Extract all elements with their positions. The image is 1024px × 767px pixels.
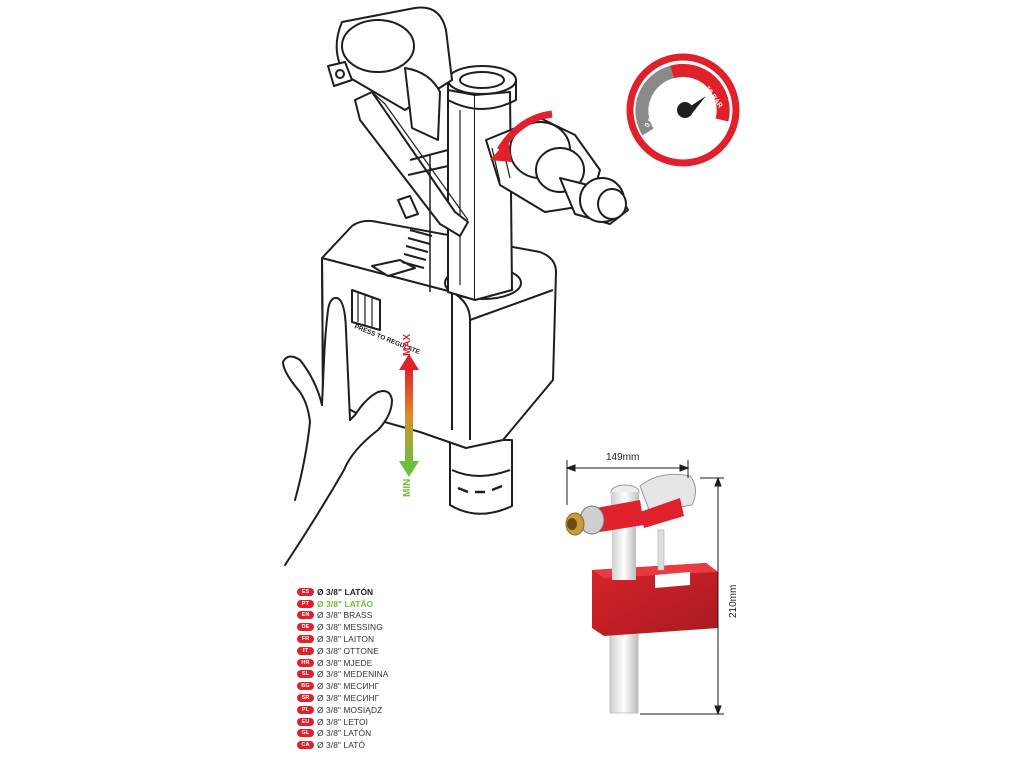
max-min-arrow bbox=[399, 354, 419, 477]
product-photo bbox=[565, 473, 718, 714]
language-badge: FR bbox=[297, 635, 314, 644]
min-label: MIN bbox=[402, 478, 413, 497]
language-badge: EU bbox=[297, 717, 314, 726]
language-badge: EN bbox=[297, 611, 314, 620]
legend-text: Ø 3/8" MOSIĄDZ bbox=[317, 704, 383, 715]
legend-text: Ø 3/8" MJEDE bbox=[317, 657, 373, 668]
legend-text: Ø 3/8" LATÓ bbox=[317, 740, 366, 751]
legend-text: Ø 3/8" MESSING bbox=[317, 622, 383, 633]
language-badge: GL bbox=[297, 729, 314, 738]
max-label: MAX bbox=[402, 333, 413, 356]
dimension-lines bbox=[565, 460, 724, 716]
legend-text: Ø 3/8" MEDENINA bbox=[317, 669, 389, 680]
height-dimension-label: 210mm bbox=[728, 584, 739, 618]
pressure-gauge-badge: 10 BAR 0 BAR bbox=[626, 53, 740, 167]
legend-text: Ø 3/8" OTTONE bbox=[317, 645, 379, 656]
legend-text: Ø 3/8" BRASS bbox=[317, 610, 373, 621]
hand-drawing bbox=[281, 296, 394, 566]
legend-text: Ø 3/8" LATÓN bbox=[317, 728, 372, 739]
legend-text: Ø 3/8" LATÓN bbox=[317, 586, 374, 597]
language-badge: DE bbox=[297, 623, 314, 632]
legend-text: Ø 3/8" LETOI bbox=[317, 716, 369, 727]
language-badge: SL bbox=[297, 670, 314, 679]
width-dimension-label: 149mm bbox=[606, 452, 640, 463]
language-badge: IT bbox=[297, 646, 314, 655]
language-badge: PT bbox=[297, 599, 314, 608]
language-badge: HR bbox=[297, 658, 314, 667]
language-badge: ES bbox=[297, 587, 314, 596]
language-badge: SR bbox=[297, 694, 314, 703]
legend-text: Ø 3/8" LATÃO bbox=[317, 598, 374, 609]
legend-text: Ø 3/8" LAITON bbox=[317, 634, 375, 645]
language-badge: PL bbox=[297, 705, 314, 714]
legend-text: Ø 3/8" МЕСИНГ bbox=[317, 681, 380, 692]
legend-text: Ø 3/8" МЕСИНГ bbox=[317, 693, 380, 704]
language-badge: CA bbox=[297, 741, 314, 750]
rotation-arrow bbox=[490, 110, 553, 162]
language-badge: BG bbox=[297, 682, 314, 691]
